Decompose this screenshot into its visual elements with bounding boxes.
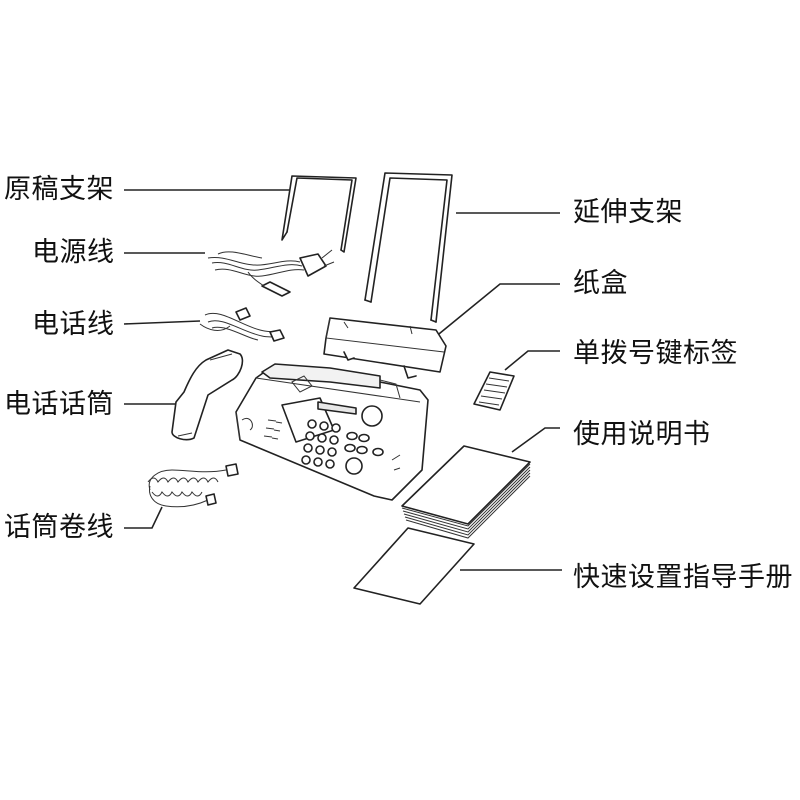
label-user-manual: 使用说明书 bbox=[573, 419, 711, 450]
handset-cord-illustration bbox=[147, 463, 239, 508]
paper-tray-illustration bbox=[323, 317, 447, 379]
label-extension-support: 延伸支架 bbox=[573, 197, 683, 228]
one-touch-keys-illustration bbox=[263, 419, 283, 440]
leader-handset-cord bbox=[124, 506, 163, 529]
label-paper-tray: 纸盒 bbox=[573, 268, 628, 299]
quick-setup-guide-illustration bbox=[353, 527, 475, 605]
leader-paper-tray bbox=[433, 283, 560, 339]
keypad-illustration bbox=[301, 419, 341, 469]
handset-illustration bbox=[171, 349, 244, 441]
user-manual-illustration bbox=[401, 445, 531, 539]
label-document-support: 原稿支架 bbox=[4, 174, 114, 205]
leader-lines bbox=[123, 189, 562, 571]
label-handset: 电话话筒 bbox=[4, 389, 114, 420]
document-support-illustration bbox=[281, 175, 357, 253]
label-quick-setup-guide: 快速设置指导手册 bbox=[573, 562, 793, 593]
leader-telephone-line bbox=[123, 320, 201, 325]
function-buttons-illustration bbox=[344, 431, 384, 475]
fax-machine-illustration bbox=[235, 363, 429, 501]
leader-user-manual bbox=[511, 427, 560, 453]
one-touch-label-illustration bbox=[473, 371, 515, 411]
label-power-cord: 电源线 bbox=[32, 237, 115, 268]
power-cord-illustration bbox=[207, 249, 335, 297]
leader-one-touch-label bbox=[504, 350, 560, 371]
telephone-line-illustration bbox=[199, 307, 285, 342]
extension-support-illustration bbox=[364, 172, 453, 323]
label-one-touch-label: 单拨号键标签 bbox=[573, 338, 738, 369]
label-handset-cord: 话筒卷线 bbox=[4, 512, 114, 543]
label-telephone-line: 电话线 bbox=[32, 309, 115, 340]
